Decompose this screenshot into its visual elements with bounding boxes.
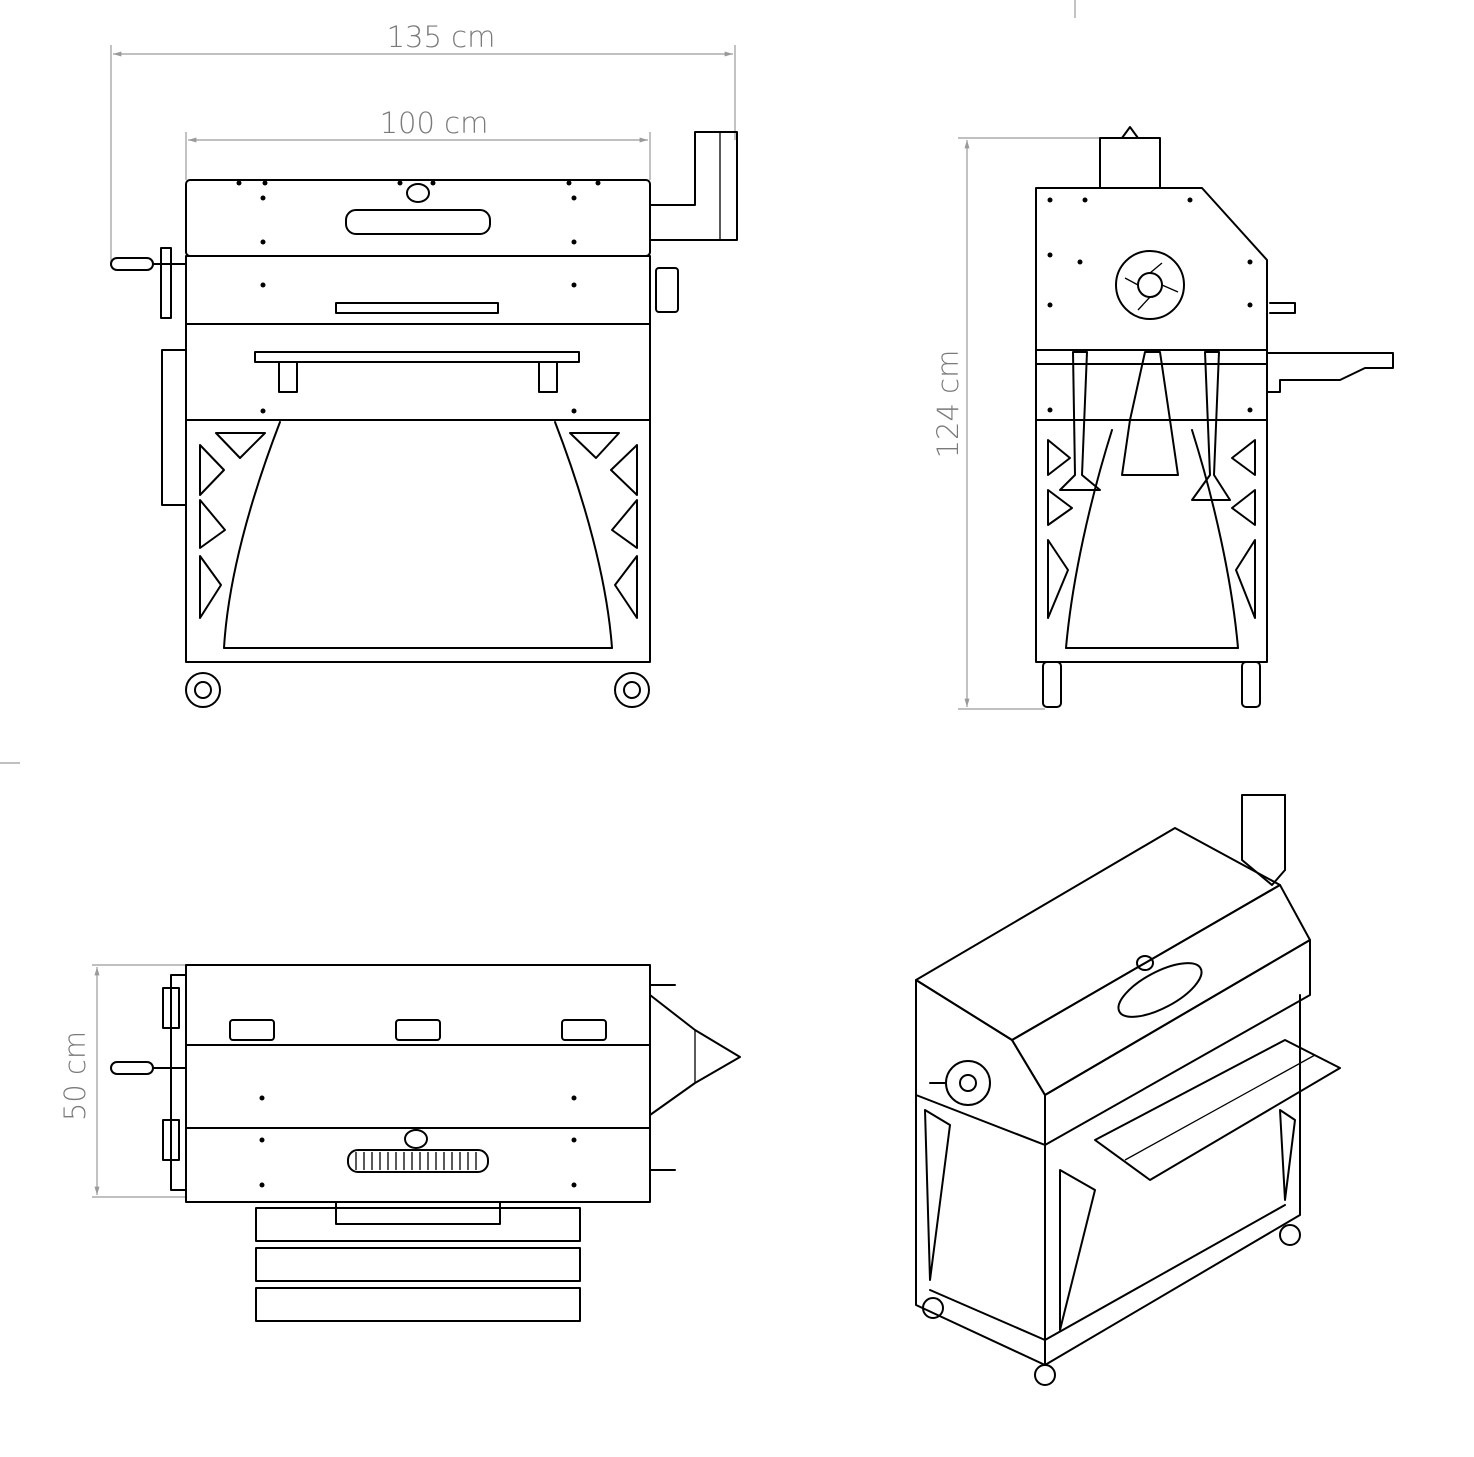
- front-chimney: [649, 131, 738, 241]
- front-lower-panel: [185, 323, 651, 421]
- front-right-curve: [554, 421, 613, 649]
- iso-lid-front: [1011, 884, 1311, 1096]
- top-shelf-slat-2: [255, 1247, 581, 1282]
- side-body: [1035, 187, 1268, 421]
- dimension-body-width: 100 cm: [185, 106, 651, 180]
- side-shelf: [1266, 352, 1394, 393]
- iso-vent: [1117, 962, 1203, 1018]
- front-lid-handle: [345, 209, 491, 235]
- front-wheel-left: [185, 672, 221, 708]
- dim-label-100: 100 cm: [380, 106, 489, 140]
- side-cart-frame: [1035, 419, 1268, 663]
- top-view: 50 cm: [58, 964, 741, 1322]
- dimension-height: 124 cm: [931, 137, 1100, 710]
- front-side-handle: [655, 267, 679, 313]
- top-rivets: [259, 1095, 577, 1188]
- front-thermometer: [406, 183, 430, 203]
- iso-side-shelf: [1094, 1039, 1341, 1181]
- side-view: 124 cm: [931, 126, 1394, 710]
- front-cart-frame: [185, 419, 651, 663]
- front-left-curve: [223, 421, 281, 649]
- dim-label-50: 50 cm: [58, 1031, 92, 1121]
- top-crank-handle: [110, 974, 187, 1191]
- iso-body-side: [915, 979, 1046, 1146]
- dim-label-135: 135 cm: [387, 20, 496, 54]
- top-body: [185, 964, 651, 1203]
- iso-chimney: [1241, 794, 1286, 886]
- top-front-handle: [335, 1201, 501, 1225]
- dimension-overall-width: 135 cm: [110, 20, 736, 265]
- front-rivets: [236, 180, 601, 414]
- top-vent: [347, 1149, 489, 1173]
- side-chimney: [1099, 137, 1161, 189]
- side-rotisserie-wheel: [1115, 250, 1185, 320]
- front-lid: [185, 179, 651, 257]
- side-rivets: [1047, 197, 1253, 413]
- front-shelf-bar: [254, 351, 580, 363]
- iso-rotisserie-wheel: [945, 1060, 991, 1106]
- iso-cart-left: [915, 1094, 1046, 1366]
- dimension-depth: 50 cm: [58, 964, 186, 1198]
- dim-label-124: 124 cm: [931, 350, 965, 459]
- top-shelf-slat-1: [255, 1207, 581, 1242]
- front-view: 135 cm 100 cm: [110, 20, 738, 708]
- isometric-view: [915, 794, 1341, 1386]
- front-crank-handle: [110, 247, 187, 506]
- front-wheel-right: [614, 672, 650, 708]
- iso-cart-front: [1044, 994, 1301, 1366]
- front-shelf-bracket-right: [538, 361, 558, 393]
- top-chimney: [649, 994, 741, 1116]
- iso-body-front: [1044, 939, 1311, 1146]
- top-shelf-slat-3: [255, 1287, 581, 1322]
- front-shelf-bracket-left: [278, 361, 298, 393]
- iso-lid-top: [915, 827, 1281, 1041]
- front-middle-handle: [335, 302, 499, 314]
